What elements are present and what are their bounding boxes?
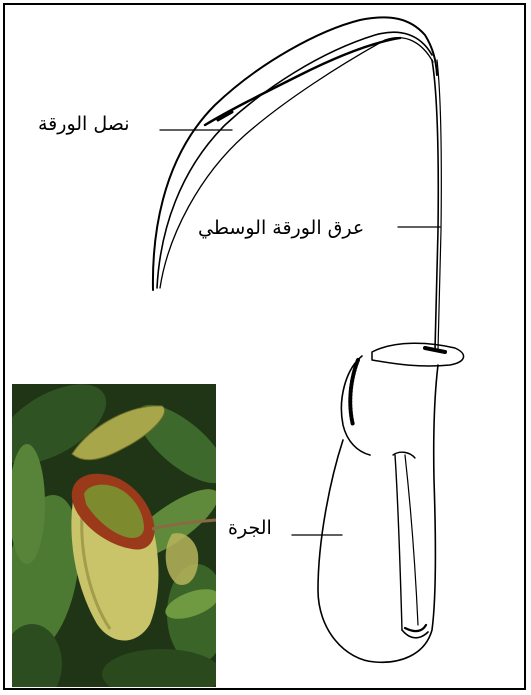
label-pitcher: الجرة (228, 517, 272, 539)
label-midrib: عرق الورقة الوسطي (198, 217, 364, 239)
leaf-blade-outline (153, 17, 437, 290)
midrib-tendril (432, 60, 441, 350)
label-leaf-blade: نصل الورقة (38, 113, 130, 135)
pitcher-outline (318, 343, 464, 662)
pitcher-plant-photo (12, 384, 216, 687)
